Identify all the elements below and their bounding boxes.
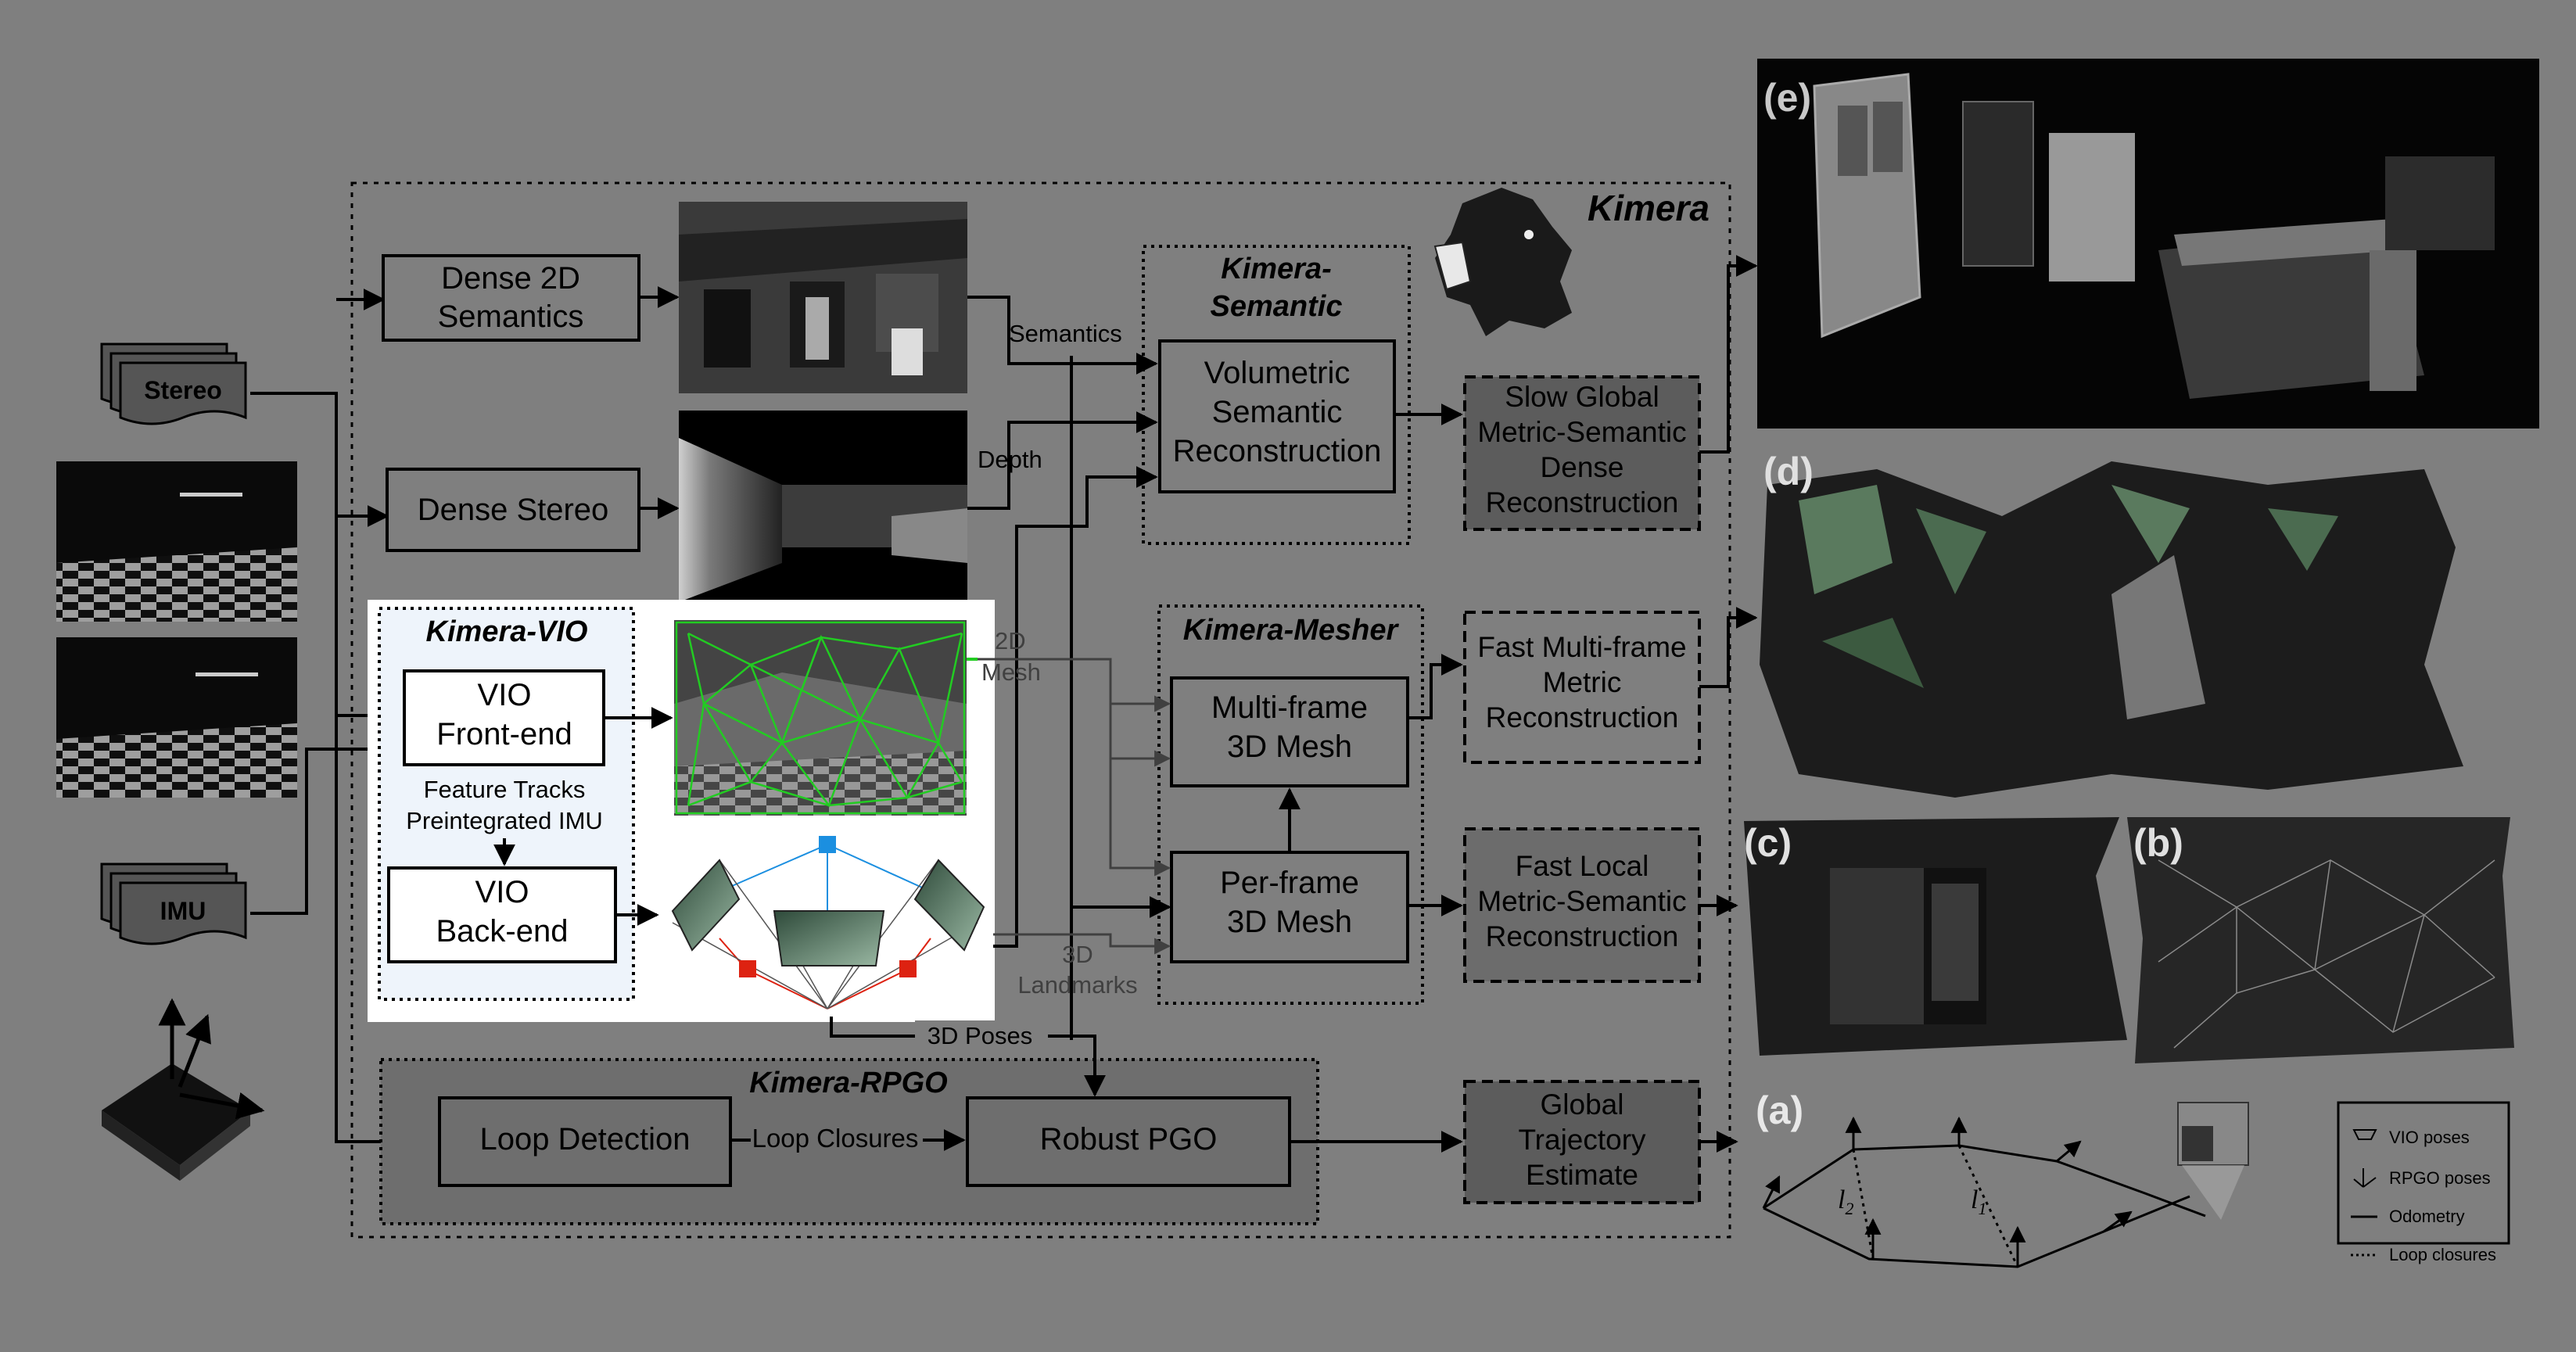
module-output-edges [1290, 403, 1463, 1153]
per-frame-line2: 3D Mesh [1227, 905, 1352, 939]
global-traj-line1: Global [1541, 1088, 1624, 1121]
panel-c-label: (c) [1744, 821, 1792, 865]
legend-rpgo-poses: RPGO poses [2389, 1168, 2491, 1188]
panel-d-label: (d) [1763, 450, 1814, 493]
loop-detection-label: Loop Detection [479, 1122, 690, 1157]
kimera-semantic-title-2: Semantic [1211, 290, 1343, 323]
fast-local-line3: Reconstruction [1486, 920, 1679, 952]
slow-global-line1: Slow Global [1505, 381, 1659, 413]
kimera-boundary [350, 181, 1731, 1239]
volumetric-line2: Semantic [1212, 395, 1343, 429]
legend-vio-poses: VIO poses [2389, 1128, 2470, 1147]
global-traj-line2: Trajectory [1518, 1124, 1646, 1156]
semantics-edge [967, 296, 1158, 375]
global-traj-line3: Estimate [1526, 1159, 1638, 1191]
trajectory-plot [1762, 1116, 2206, 1268]
kimera-mascot-icon [1433, 188, 1572, 336]
vio-back-end-line1: VIO [475, 875, 529, 909]
imu-chip-icon [102, 998, 265, 1181]
slow-global-box [1463, 375, 1701, 531]
landmarks-3d-edge [993, 933, 1171, 955]
fast-local-line2: Metric-Semantic [1477, 885, 1686, 917]
vio-front-end-line2: Front-end [436, 717, 572, 751]
kimera-mesher-title: Kimera-Mesher [1183, 614, 1400, 647]
mesh-2d-label-1: 2D [995, 627, 1026, 654]
mesh-2d-edge [967, 658, 1171, 877]
l1-label: l1 [1971, 1185, 1986, 1218]
fast-multi-line3: Reconstruction [1486, 701, 1679, 733]
fast-multi-line2: Metric [1543, 666, 1622, 698]
fast-local-line1: Fast Local [1516, 850, 1649, 882]
semantic-image [679, 202, 967, 393]
dense-2d-line1: Dense 2D [441, 261, 580, 296]
stereo-right-image [56, 637, 297, 798]
camera-image-inset [2177, 1102, 2249, 1220]
vio-back-end-box [387, 866, 617, 963]
per-frame-line1: Per-frame [1220, 866, 1359, 900]
volumetric-line3: Reconstruction [1173, 434, 1382, 468]
vio-front-end-line1: VIO [478, 678, 532, 712]
robust-pgo-label: Robust PGO [1040, 1122, 1218, 1157]
legend-odometry: Odometry [2389, 1207, 2465, 1226]
kimera-title: Kimera [1588, 188, 1710, 228]
panel-e-label: (e) [1763, 76, 1811, 120]
slow-global-line4: Reconstruction [1486, 486, 1679, 518]
trajectory-legend: VIO poses RPGO poses Odometry Loop closu… [2337, 1101, 2510, 1264]
poses-3d-label: 3D Poses [927, 1022, 1032, 1049]
landmarks-label-1: 3D [1062, 941, 1093, 968]
rpgo-pose-icon [2353, 1168, 2377, 1188]
panel-b-image [2127, 817, 2514, 1063]
vio-link-line1: Feature Tracks [424, 776, 586, 803]
vio-link-line2: Preintegrated IMU [406, 807, 603, 834]
imu-label: IMU [160, 897, 206, 925]
panel-e-image [1757, 59, 2539, 429]
multi-frame-line2: 3D Mesh [1227, 730, 1352, 764]
loop-detection-box [438, 1096, 732, 1187]
depth-image [679, 411, 967, 602]
semantics-edge-label: Semantics [1009, 320, 1122, 347]
multi-frame-line1: Multi-frame [1211, 690, 1368, 725]
depth-edge-label: Depth [978, 446, 1042, 473]
mesh-2d-label-2: Mesh [981, 658, 1041, 686]
kimera-mesher-container [1157, 604, 1424, 1005]
dense-2d-semantics-box [382, 254, 640, 342]
multi-frame-mesh-box [1170, 676, 1409, 787]
loop-closures-label: Loop Closures [752, 1124, 919, 1153]
vio-back-end-line2: Back-end [436, 914, 569, 949]
stereo-input-icon: Stereo [100, 342, 247, 425]
kimera-semantic-container [1142, 245, 1411, 545]
panel-d-image [1757, 444, 2539, 805]
kimera-semantic-title-1: Kimera- [1221, 253, 1332, 285]
slow-global-line2: Metric-Semantic [1477, 416, 1686, 448]
dense-2d-line2: Semantics [438, 299, 584, 334]
panel-b-label: (b) [2133, 821, 2183, 865]
legend-loop-closures: Loop closures [2389, 1245, 2496, 1264]
stereo-left-image [56, 461, 297, 622]
slow-global-line3: Dense [1541, 451, 1624, 483]
vio-pose-icon [2352, 1129, 2377, 1140]
l2-label: l2 [1838, 1185, 1853, 1218]
fast-multi-line1: Fast Multi-frame [1477, 631, 1686, 663]
robust-pgo-box [966, 1096, 1291, 1187]
landmarks-label-2: Landmarks [1017, 971, 1137, 999]
pose-graph-image [671, 836, 985, 1010]
kimera-vio-title: Kimera-VIO [426, 615, 588, 648]
volumetric-line1: Volumetric [1204, 356, 1351, 390]
panel-a-label: (a) [1756, 1088, 1803, 1132]
depth-edge [967, 411, 1158, 510]
volumetric-semantic-box [1158, 339, 1396, 493]
per-frame-mesh-box [1170, 851, 1409, 963]
output-to-panel-edges [1699, 255, 1758, 1153]
mesh-2d-image [674, 620, 967, 816]
panel-c-image [1744, 817, 2127, 1056]
dense-stereo-box [386, 468, 640, 552]
dense-stereo-label: Dense Stereo [418, 493, 609, 527]
pose-to-semantic-edges [993, 356, 1171, 1040]
stereo-label: Stereo [144, 376, 222, 404]
imu-input-icon: IMU [100, 862, 247, 945]
kimera-rpgo-title: Kimera-RPGO [749, 1067, 947, 1099]
vio-front-end-box [403, 669, 605, 766]
